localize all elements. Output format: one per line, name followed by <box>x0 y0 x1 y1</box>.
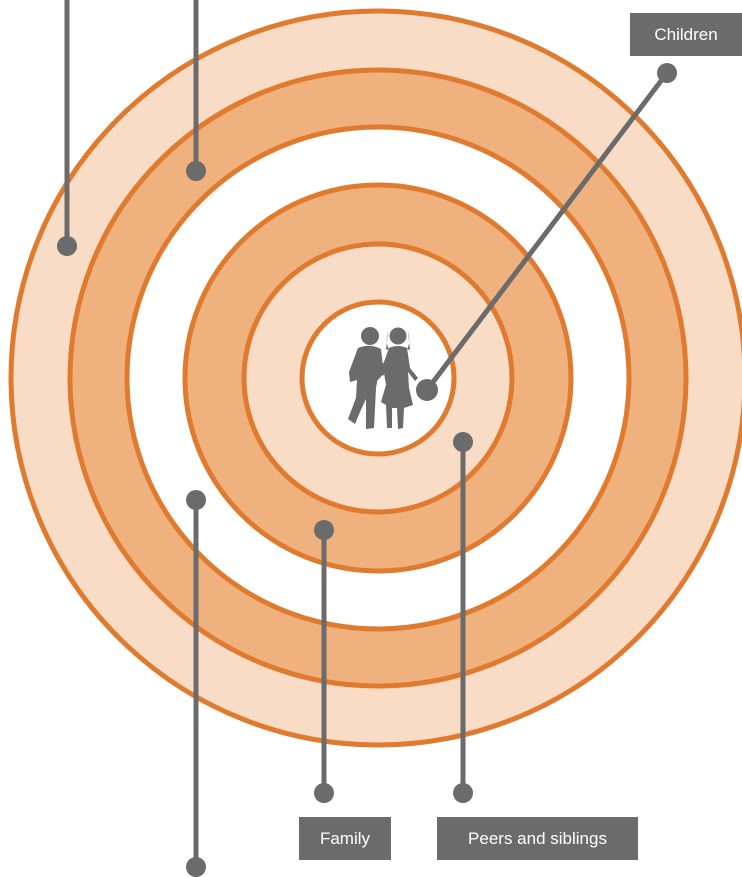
family-label: Family <box>299 817 391 860</box>
connector-family-bottom-dot <box>314 783 334 803</box>
connector-second-dot <box>186 161 206 181</box>
connector-children-end-dot <box>416 379 438 401</box>
connector-peers-top-dot <box>453 432 473 452</box>
connector-family-top-dot <box>314 520 334 540</box>
connector-third-bottom-dot <box>186 857 206 877</box>
connector-outer-dot <box>57 236 77 256</box>
peers-and-siblings-label: Peers and siblings <box>437 817 638 860</box>
connector-children-start-dot <box>657 63 677 83</box>
children-label: Children <box>630 13 742 56</box>
connector-third-top-dot <box>186 490 206 510</box>
connector-peers-bottom-dot <box>453 783 473 803</box>
